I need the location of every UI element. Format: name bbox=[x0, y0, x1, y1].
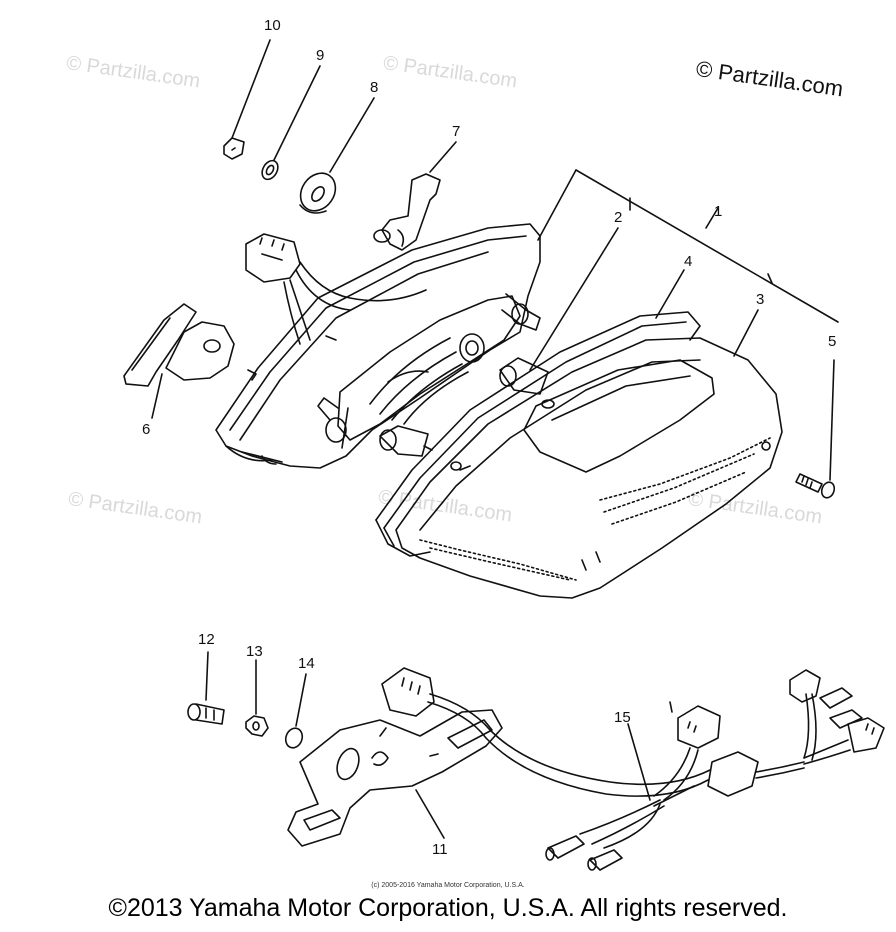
part-15-wire-harness bbox=[382, 668, 884, 870]
part-9-washer bbox=[259, 158, 281, 182]
callout-13: 13 bbox=[246, 643, 263, 660]
callout-3: 3 bbox=[756, 291, 765, 308]
tail-light-housing bbox=[216, 224, 540, 468]
leader-15 bbox=[628, 724, 650, 800]
part-3-lens bbox=[396, 338, 782, 598]
part-6-reflector bbox=[124, 304, 234, 386]
callout-5: 5 bbox=[828, 333, 837, 350]
callout-2: 2 bbox=[614, 209, 623, 226]
part-14-washer bbox=[283, 726, 305, 750]
callout-1: 1 bbox=[714, 203, 723, 220]
assembly-bracket-1 bbox=[538, 170, 838, 322]
callout-8: 8 bbox=[370, 79, 379, 96]
leader-7 bbox=[430, 142, 456, 172]
leader-4 bbox=[656, 270, 684, 318]
callout-10: 10 bbox=[264, 17, 281, 34]
leader-2 bbox=[530, 228, 618, 370]
leader-10 bbox=[232, 40, 270, 138]
callout-14: 14 bbox=[298, 655, 315, 672]
leader-12 bbox=[206, 652, 208, 700]
part-12-bolt bbox=[188, 704, 224, 724]
leader-8 bbox=[330, 98, 374, 172]
leader-9 bbox=[274, 66, 320, 160]
callout-15: 15 bbox=[614, 709, 631, 726]
housing-connector bbox=[246, 234, 300, 282]
callout-9: 9 bbox=[316, 47, 325, 64]
callout-4: 4 bbox=[684, 253, 693, 270]
housing-wire-lead bbox=[284, 262, 426, 344]
part-8-damper bbox=[293, 166, 342, 217]
callout-12: 12 bbox=[198, 631, 215, 648]
callout-6: 6 bbox=[142, 421, 151, 438]
callout-11: 11 bbox=[432, 841, 448, 858]
leader-11 bbox=[416, 790, 444, 838]
part-11-bracket bbox=[288, 710, 502, 846]
part-13-nut bbox=[246, 716, 268, 736]
part-4-gasket bbox=[376, 312, 700, 556]
callout-7: 7 bbox=[452, 123, 461, 140]
part-5-screw bbox=[796, 474, 836, 500]
copyright-footer: ©2013 Yamaha Motor Corporation, U.S.A. A… bbox=[108, 894, 788, 922]
leader-3 bbox=[734, 310, 758, 356]
copyright-small-print: (c) 2005-2016 Yamaha Motor Corporation, … bbox=[371, 882, 525, 889]
part-10-grommet bbox=[224, 138, 244, 159]
leader-14 bbox=[296, 674, 306, 726]
leader-5 bbox=[830, 360, 834, 480]
leader-6 bbox=[152, 374, 162, 418]
part-7-stay bbox=[374, 174, 440, 250]
